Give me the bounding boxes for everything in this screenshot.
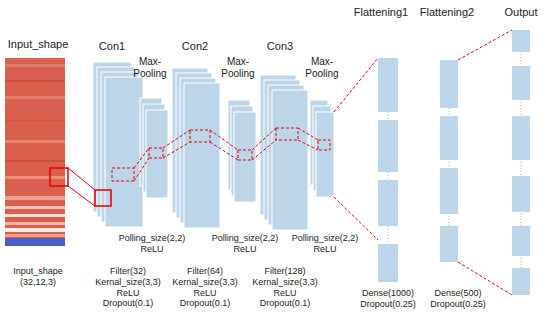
heatmap-row <box>5 206 65 209</box>
heatmap-ground <box>5 58 65 246</box>
neuron-segment <box>440 60 458 108</box>
projection-line <box>210 130 238 150</box>
neuron-segment <box>512 226 530 256</box>
neuron-segment <box>512 268 530 295</box>
heatmap-row <box>5 196 65 200</box>
feature-map <box>146 110 168 198</box>
projection-line <box>68 168 95 190</box>
neuron-segment <box>440 168 458 214</box>
layer-name: Flattening1 <box>354 6 408 19</box>
flatten1-column <box>378 58 398 282</box>
projection-line <box>298 140 318 150</box>
layer-name: Con1 <box>99 40 125 53</box>
projection-line <box>134 148 149 168</box>
heatmap-row <box>5 80 65 82</box>
neuron-segment <box>378 180 398 226</box>
layer-parameter: Polling_size(2,2) ReLU <box>212 233 279 255</box>
heatmap-row <box>5 238 65 246</box>
flatten2-column <box>440 60 458 262</box>
con3-stack <box>260 75 308 230</box>
feature-map <box>272 90 308 230</box>
heatmap-row <box>5 234 65 237</box>
projection-line <box>163 130 190 148</box>
heatmap-row <box>5 140 65 143</box>
layer-name: Max- Pooling <box>133 56 166 80</box>
projection-line <box>163 142 190 158</box>
heatmap-row <box>5 176 65 179</box>
neuron-segment <box>512 116 530 160</box>
layer-name: Output <box>504 6 537 19</box>
heatmap-row <box>5 120 65 122</box>
receptive-field-chain <box>112 128 330 181</box>
projection-line <box>68 186 95 206</box>
con2-stack <box>172 68 220 228</box>
neuron-segment <box>378 244 398 282</box>
feature-map <box>234 112 256 202</box>
neuron-segment <box>378 120 398 172</box>
heatmap-row <box>5 228 65 232</box>
neuron-segment <box>440 116 458 160</box>
projection-line <box>210 142 238 160</box>
receptive-window <box>149 148 163 158</box>
neuron-segment <box>512 66 530 100</box>
layer-name: Con2 <box>182 40 208 53</box>
layer-parameter: Filter(128) Kernal_size(3,3) ReLU Dropou… <box>252 266 318 309</box>
layer-parameter: Polling_size(2,2) ReLU <box>292 233 359 255</box>
connection-line <box>334 58 378 112</box>
heatmap-row <box>5 222 65 225</box>
con1-stack <box>93 62 143 227</box>
projection-line <box>298 128 318 140</box>
receptive-window <box>238 150 252 160</box>
layer-parameter: Dense(1000) Dropout(0.25) <box>360 288 416 310</box>
neuron-segment <box>378 58 398 112</box>
neuron-segment <box>440 226 458 262</box>
layer-parameter: Input_shape (32,12,3) <box>13 266 63 288</box>
output-column <box>512 30 530 295</box>
projection-line <box>252 140 276 160</box>
layer-parameter: Filter(32) Kernal_size(3,3) ReLU Dropout… <box>95 266 161 309</box>
receptive-window <box>112 168 134 181</box>
pool2-stack <box>228 100 256 202</box>
layer-name: Input_shape <box>8 38 69 51</box>
pool3-stack <box>310 100 334 197</box>
layer-parameter: Dense(500) Dropout(0.25) <box>430 288 486 310</box>
heatmap-row <box>5 64 65 67</box>
input-heatmap <box>5 58 68 246</box>
layer-name: Max- Pooling <box>305 56 338 80</box>
layer-parameter: Filter(64) Kernal_size(3,3) ReLU Dropout… <box>172 266 238 309</box>
feature-map <box>184 83 220 228</box>
receptive-window <box>276 128 298 140</box>
kernel-projection <box>68 168 111 206</box>
receptive-window <box>190 130 210 142</box>
layer-parameter: Polling_size(2,2) ReLU <box>119 233 186 255</box>
layer-name: Max- Pooling <box>221 56 254 80</box>
connection-line <box>458 30 512 60</box>
kernel-output <box>95 190 111 206</box>
kernel-window <box>50 168 68 186</box>
projection-line <box>134 158 149 181</box>
layer-name: Con3 <box>267 40 293 53</box>
dense-connections <box>334 30 512 295</box>
heatmap-row <box>5 96 65 99</box>
projection-line <box>252 128 276 150</box>
heatmap-row <box>5 214 65 217</box>
receptive-window <box>318 140 330 150</box>
heatmap-row <box>5 160 65 162</box>
feature-map <box>316 112 334 197</box>
neuron-segment <box>512 30 530 52</box>
layer-name: Flattening2 <box>420 6 474 19</box>
neuron-segment <box>512 176 530 212</box>
